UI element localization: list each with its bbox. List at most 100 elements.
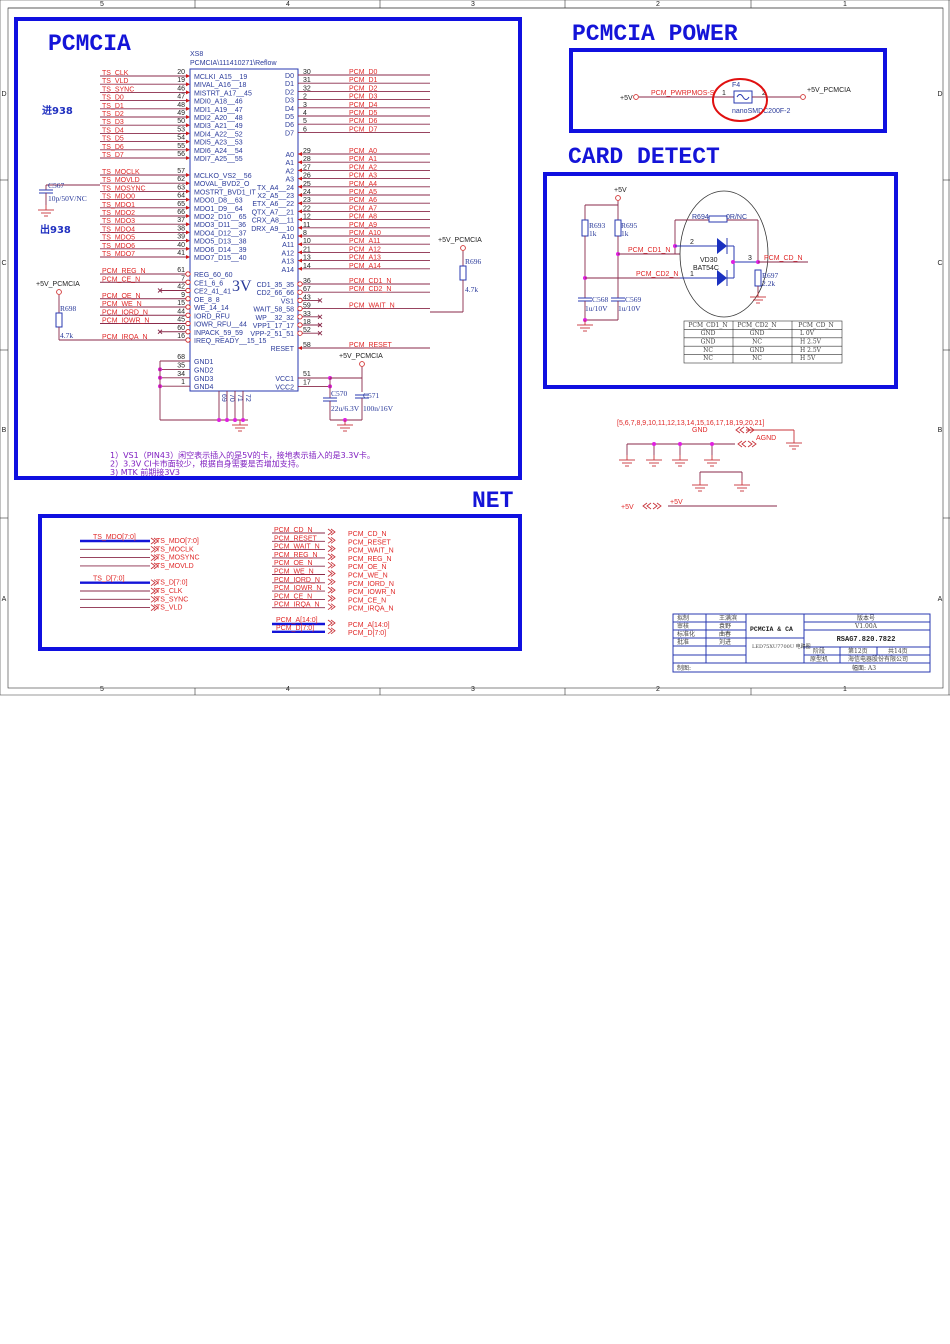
pin-function: GND3	[194, 376, 214, 383]
net-label: PCM_D[7:0]	[276, 625, 314, 632]
table-cell: NC	[752, 338, 762, 345]
pin-number: 14	[303, 263, 311, 270]
active-low-bubble	[297, 305, 303, 312]
port-connector-icon	[327, 603, 336, 611]
pin-arrow	[186, 222, 190, 227]
resistor-body	[754, 269, 762, 287]
pin-number: 9	[181, 292, 185, 299]
pin-number: 16	[177, 333, 185, 340]
active-low-bubble	[297, 322, 303, 328]
active-low-bubble	[185, 279, 191, 285]
sheet-column-label: 3	[471, 686, 475, 693]
pin-function: DRX_A9__10	[251, 226, 294, 233]
port-connector-icon	[327, 545, 336, 552]
note-line: 3) MTK 前期接3V3	[110, 467, 180, 477]
net-label: TS_MDO3	[102, 218, 135, 225]
pin-arrow	[186, 123, 190, 128]
pin-arrow	[186, 156, 190, 160]
pin-function: VCC2	[275, 384, 294, 391]
pin-arrow	[186, 131, 190, 136]
net-label: PCM_CD1_N	[628, 247, 670, 254]
agnd-label: AGND	[756, 435, 776, 442]
off-page-connector-icon	[642, 502, 662, 510]
pin-number: 25	[303, 181, 311, 188]
highlight-circle	[712, 78, 768, 122]
net-label: PCM_CD1_N	[349, 278, 391, 285]
pin-function: A0	[285, 152, 294, 159]
rail-label: +5V_PCMCIA	[438, 237, 482, 244]
net-label: PCM_D6	[349, 118, 378, 125]
port-connector-icon	[327, 619, 336, 627]
pin-number: 46	[177, 85, 185, 92]
net-label: PCM_A2	[349, 164, 377, 171]
title-name: 刘进	[719, 638, 731, 646]
p5v-label: +5V	[621, 504, 634, 511]
power-terminal	[460, 245, 466, 251]
version-label: 版本号	[857, 614, 875, 622]
pin-number: 32	[303, 85, 311, 92]
port-connector-icon	[327, 536, 336, 544]
pin-number: 7	[181, 275, 185, 282]
net-label: PCM_OE_N	[102, 293, 141, 300]
pin-number: 20	[177, 69, 185, 76]
table-header: PCM_CD2_N	[737, 322, 776, 329]
pin-number: 15	[177, 300, 185, 307]
sheet-row-label: A	[2, 596, 7, 603]
fuse-icon	[736, 94, 750, 100]
pin-arrow	[186, 173, 190, 177]
pin-number: 38	[177, 225, 185, 232]
port-label: TS_MOSYNC	[156, 555, 200, 562]
power-terminal	[359, 361, 365, 367]
sheet-row-label: B	[2, 427, 7, 434]
net-label: TS_D4	[102, 127, 124, 134]
3v-mark: 3V	[232, 278, 252, 295]
power-terminal	[633, 94, 639, 100]
pin-number: 57	[177, 168, 185, 175]
company-name: 海信电器股份有限公司	[848, 655, 908, 663]
pin-number: 52	[303, 327, 311, 334]
pin-function: D2	[285, 89, 294, 96]
net-label: TS_D[7:0]	[93, 576, 125, 583]
no-connect-icon	[317, 330, 323, 336]
table-cell: GND	[750, 330, 765, 337]
c569-ref: C569	[625, 295, 642, 304]
pin-function: GND2	[194, 367, 214, 374]
net-label: TS_MDO4	[102, 226, 135, 233]
port-connector-icon	[327, 561, 336, 569]
pin-function: A2	[285, 168, 294, 175]
pin-number: 30	[303, 69, 311, 76]
junction-dot	[241, 418, 245, 422]
net-label: PCM_RESET	[274, 535, 318, 542]
pin-arrow	[298, 176, 302, 181]
sheet-column-label: 2	[656, 686, 660, 693]
junction-dot	[678, 442, 682, 446]
pin-function: MCLKI_A15__19	[194, 74, 247, 81]
sheet-row-label: A	[938, 596, 943, 603]
port-label: TS_CLK	[156, 588, 183, 595]
sheet-row-label: B	[938, 427, 943, 434]
net-label: PCM_REG_N	[274, 552, 318, 559]
sheet-row-label: C	[1, 260, 6, 267]
port-connector-icon	[150, 562, 159, 570]
port-connector-icon	[150, 545, 159, 553]
pin-arrow	[186, 82, 190, 87]
off-page-connector-icon	[735, 426, 755, 434]
net-label: TS_MDO5	[102, 235, 135, 242]
pin-arrow	[298, 217, 302, 222]
net-label: PCM_A4	[349, 181, 377, 188]
pin-number: 37	[177, 217, 185, 224]
net-label: PCM_CE_N	[102, 276, 140, 283]
p5v-label: +5V	[670, 499, 683, 506]
rail-label: +5V_PCMCIA	[339, 353, 383, 360]
pin-number: 66	[177, 209, 185, 216]
pin-number: 44	[177, 308, 185, 315]
no-connect-icon	[317, 314, 323, 320]
net-label: PCM_A0	[349, 148, 377, 155]
net-label: PCM_D1	[349, 77, 378, 84]
no-connect-icon	[317, 322, 323, 328]
net-label: PCM_WE_N	[274, 569, 314, 576]
fuse-part: nanoSMDC200F-2	[732, 108, 790, 115]
pin-arrow	[186, 98, 190, 103]
title-role: 批准	[677, 638, 689, 646]
port-label: PCM_IOWR_N	[348, 589, 395, 596]
